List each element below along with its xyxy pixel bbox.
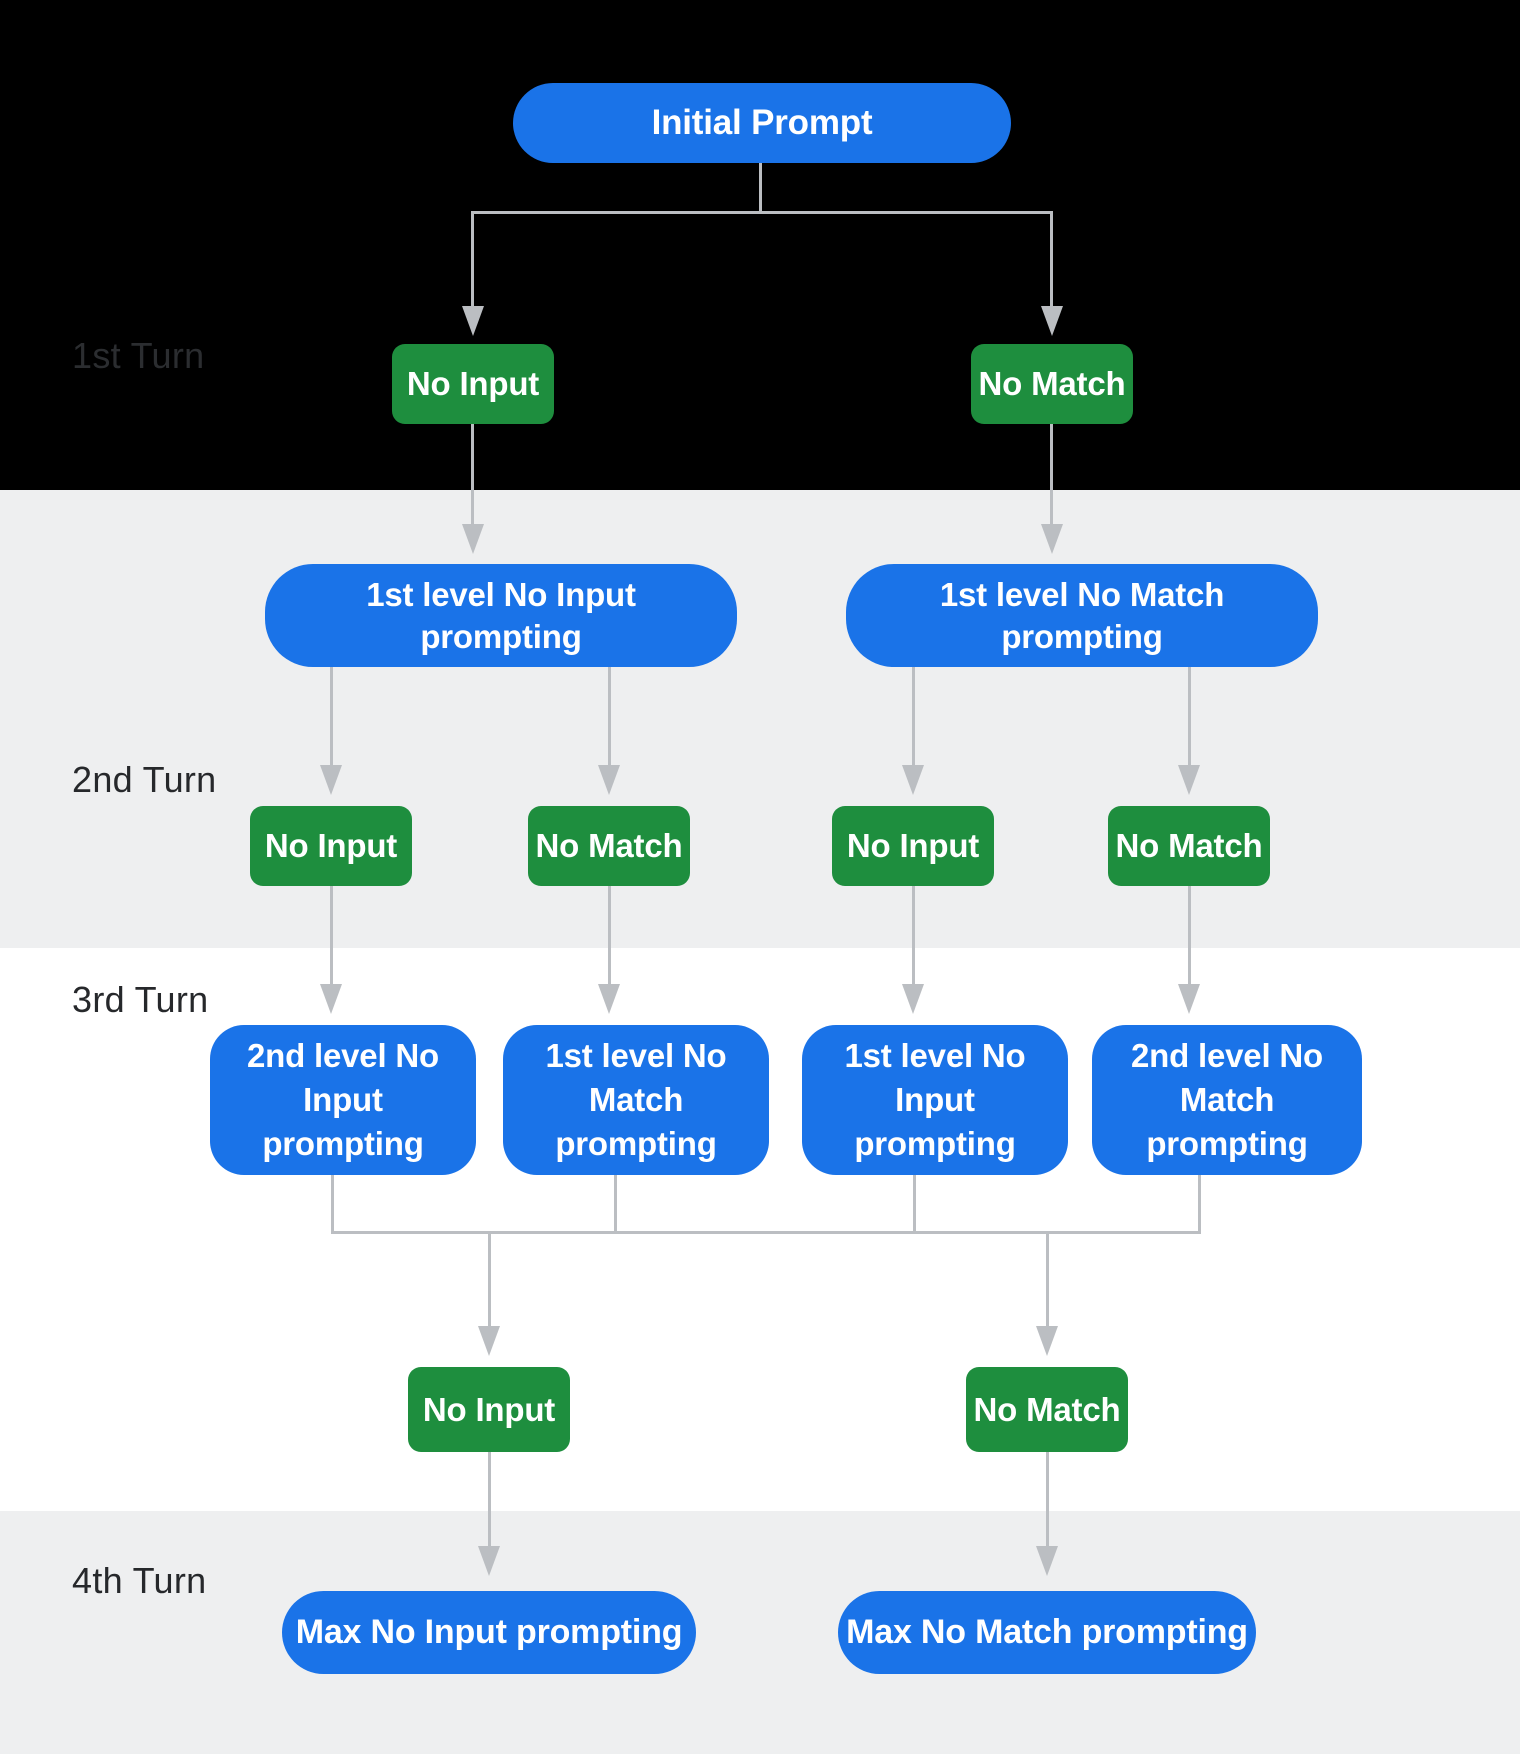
connector-arrowhead [320,984,342,1014]
no-match-event-t1: No Match [971,344,1133,424]
connector-line [331,1231,1201,1234]
connector-line [608,667,611,767]
turn-label-3: 3rd Turn [72,979,209,1020]
no-input-event-t2a: No Input [250,806,412,886]
connector-arrowhead [902,765,924,795]
connector-arrowhead [1036,1546,1058,1576]
no-input-event-t1: No Input [392,344,554,424]
turn1-band [0,0,1520,490]
connector-line [488,1452,491,1546]
connector-line [1050,211,1053,308]
connector-arrowhead [1041,306,1063,336]
no-match-event-t2b: No Match [1108,806,1270,886]
connector-line [488,1234,491,1326]
connector-arrowhead [462,306,484,336]
connector-arrowhead [478,1326,500,1356]
connector-line [471,211,474,308]
connector-line [913,1175,916,1234]
connector-line [1050,424,1053,524]
connector-arrowhead [598,984,620,1014]
turn4-band [0,1511,1520,1754]
level1-no-input-prompt-node-t3: 1st level No Input prompting [802,1025,1068,1175]
connector-line [330,886,333,984]
connector-line [759,163,762,213]
connector-line [1188,667,1191,767]
max-no-match-prompt-node: Max No Match prompting [838,1591,1256,1674]
initial-prompt-node: Initial Prompt [513,83,1011,163]
connector-arrowhead [1178,984,1200,1014]
no-input-event-t2b: No Input [832,806,994,886]
no-input-event-t3: No Input [408,1367,570,1452]
connector-arrowhead [1036,1326,1058,1356]
connector-line [471,211,1053,214]
connector-line [912,667,915,767]
connector-arrowhead [1041,524,1063,554]
connector-line [471,424,474,524]
connector-line [614,1175,617,1234]
turn-label-2: 2nd Turn [72,759,217,800]
connector-line [608,886,611,984]
connector-arrowhead [1178,765,1200,795]
connector-arrowhead [462,524,484,554]
connector-line [331,1175,334,1234]
turn-label-1: 1st Turn [72,335,205,376]
level1-no-input-prompt-node: 1st level No Input prompting [265,564,737,667]
connector-line [1198,1175,1201,1234]
turn-label-4: 4th Turn [72,1560,207,1601]
connector-arrowhead [478,1546,500,1576]
level1-no-match-prompt-node: 1st level No Match prompting [846,564,1318,667]
level2-no-input-prompt-node: 2nd level No Input prompting [210,1025,476,1175]
no-match-event-t3: No Match [966,1367,1128,1452]
connector-line [1046,1452,1049,1546]
connector-line [1046,1234,1049,1326]
connector-arrowhead [598,765,620,795]
level1-no-match-prompt-node-t3: 1st level No Match prompting [503,1025,769,1175]
no-match-event-t2a: No Match [528,806,690,886]
max-no-input-prompt-node: Max No Input prompting [282,1591,696,1674]
connector-line [912,886,915,984]
connector-arrowhead [902,984,924,1014]
level2-no-match-prompt-node: 2nd level No Match prompting [1092,1025,1362,1175]
connector-line [330,667,333,767]
connector-line [1188,886,1191,984]
connector-arrowhead [320,765,342,795]
turn2-band [0,490,1520,948]
